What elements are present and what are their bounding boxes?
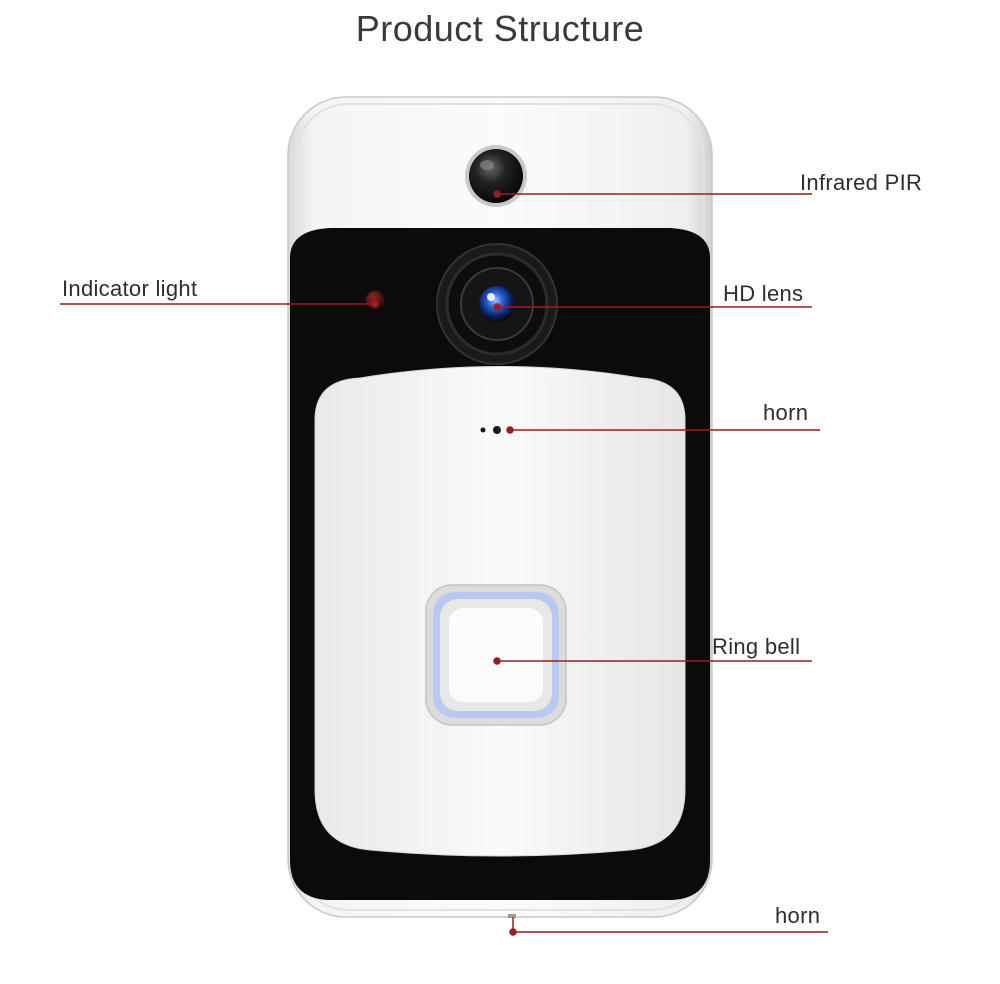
callout-dot-horn-top <box>506 426 514 434</box>
callout-dot-hd-lens <box>493 303 501 311</box>
page-title: Product Structure <box>355 8 645 49</box>
label-ring-bell: Ring bell <box>712 634 801 659</box>
bottom-speaker-slot <box>508 914 516 918</box>
pir-sensor-icon <box>465 145 527 207</box>
ring-bell-button <box>425 584 567 726</box>
label-horn-top: horn <box>763 400 809 425</box>
callout-dot-infrared-pir <box>493 190 501 198</box>
label-infrared-pir: Infrared PIR <box>800 170 923 195</box>
label-hd-lens: HD lens <box>723 281 804 306</box>
label-horn-bottom: horn <box>775 903 821 928</box>
label-indicator-light: Indicator light <box>62 276 198 301</box>
callout-lines <box>60 190 828 936</box>
callout-dot-indicator-light <box>371 300 379 308</box>
callout-dot-horn-bottom <box>509 928 517 936</box>
callout-dot-ring-bell <box>493 657 501 665</box>
